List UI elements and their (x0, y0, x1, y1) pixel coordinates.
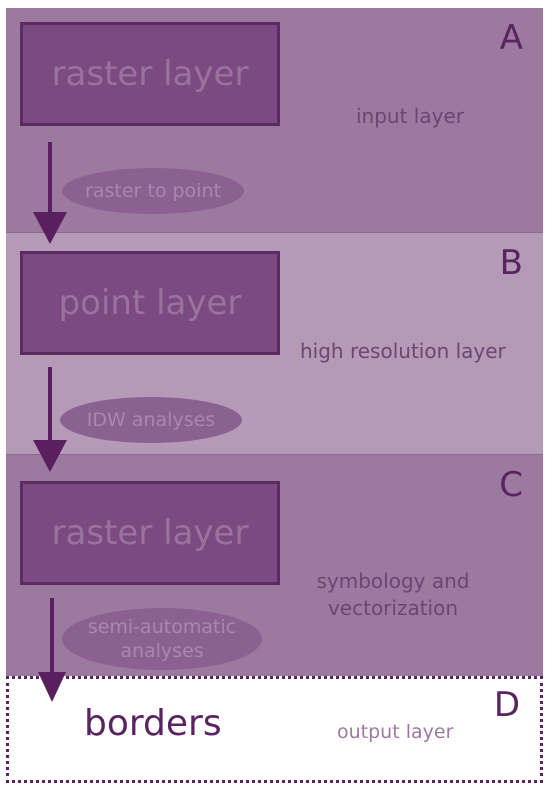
arrow-c-to-d-head (38, 672, 66, 702)
panel-high-resolution: point layer B high resolution layer (6, 232, 543, 455)
input-layer-label: input layer (356, 104, 464, 128)
panel-letter-d: D (493, 685, 520, 725)
panel-letter-c: C (499, 465, 523, 505)
step-idw-analyses-label: IDW analyses (86, 409, 216, 431)
panel-letter-b: B (499, 243, 523, 283)
raster-layer-label-2: raster layer (51, 513, 249, 553)
borders-label: borders (84, 703, 222, 744)
symbology-line2: vectorization (327, 596, 459, 620)
high-resolution-layer-label: high resolution layer (300, 339, 506, 363)
point-layer-box: point layer (20, 251, 280, 355)
symbology-vectorization-label: symbology and vectorization (308, 568, 478, 622)
step-semi-automatic-line2: analyses (120, 640, 204, 662)
panel-letter-a: A (499, 18, 523, 58)
raster-layer-box-2: raster layer (20, 481, 280, 585)
point-layer-label: point layer (58, 283, 242, 323)
step-semi-automatic: semi-automatic analyses (62, 608, 262, 670)
arrow-a-to-b-head (33, 212, 67, 244)
raster-layer-box: raster layer (20, 22, 280, 126)
step-semi-automatic-line1: semi-automatic (87, 616, 237, 638)
panel-output: borders D output layer (6, 676, 543, 783)
output-layer-label: output layer (337, 721, 454, 743)
step-raster-to-point: raster to point (62, 168, 244, 214)
symbology-line1: symbology and (316, 569, 470, 593)
arrow-b-to-c-head (33, 440, 67, 472)
step-raster-to-point-label: raster to point (85, 180, 221, 202)
step-idw-analyses: IDW analyses (60, 397, 242, 443)
raster-layer-label: raster layer (51, 54, 249, 94)
